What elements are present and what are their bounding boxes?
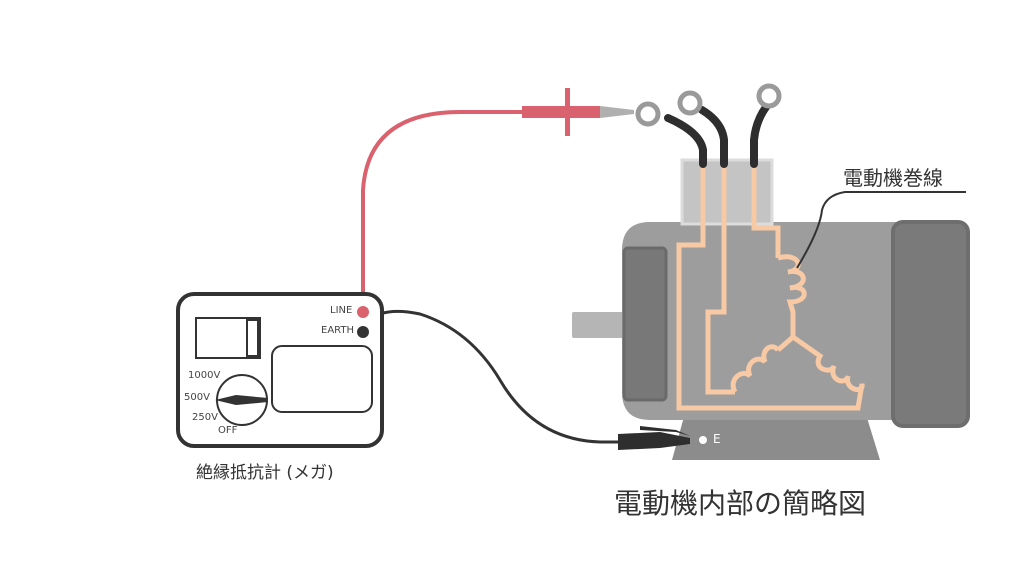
motor-shaft: [572, 312, 632, 338]
range-500-label: 500V: [184, 392, 210, 403]
earth-terminal-label: E: [713, 432, 721, 446]
terminal-box: [680, 158, 774, 226]
winding-callout-leader: [796, 191, 966, 269]
motor-winding: [676, 162, 865, 411]
line-probe-guard: [565, 88, 570, 136]
line-terminal[interactable]: [357, 306, 369, 318]
diagram-title: 電動機内部の簡略図: [614, 487, 867, 520]
ring-terminals: [635, 83, 782, 127]
line-label: LINE: [330, 305, 353, 316]
tester-caption: 絶縁抵抗計 (メガ): [196, 463, 334, 483]
tester-display: [271, 345, 373, 413]
range-off-label: OFF: [218, 425, 238, 436]
motor-right-cap: [891, 220, 970, 428]
motor-left-cap: [622, 246, 668, 402]
line-lead: [361, 110, 524, 310]
range-dial-pointer: [215, 395, 268, 405]
range-250-label: 250V: [192, 412, 218, 423]
line-probe-body: [522, 106, 600, 118]
earth-lead: [361, 309, 625, 444]
earth-terminal[interactable]: [357, 326, 369, 338]
winding-label: 電動機巻線: [843, 166, 943, 190]
motor-body: [622, 222, 930, 420]
earth-clip: [618, 426, 707, 450]
line-probe-tip: [600, 106, 634, 118]
range-1000-label: 1000V: [188, 370, 221, 381]
earth-label: EARTH: [321, 325, 355, 336]
tester-switch-lever: [246, 319, 259, 357]
